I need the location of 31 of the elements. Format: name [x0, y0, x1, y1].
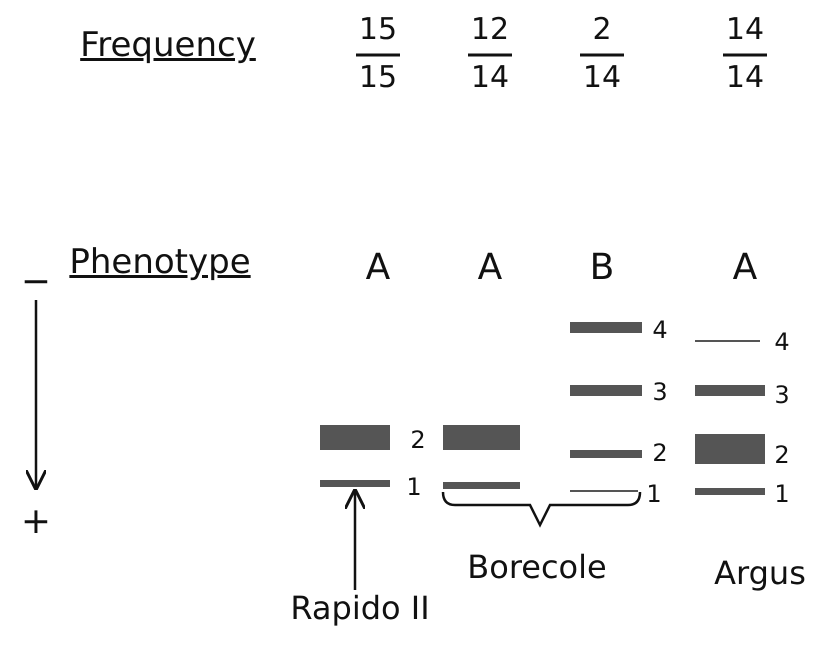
- band-number: 2: [774, 443, 790, 467]
- cultivar-label: Borecole: [467, 551, 607, 583]
- band-number: 1: [646, 482, 662, 506]
- band-number: 4: [774, 330, 790, 354]
- cultivar-label: Argus: [714, 557, 806, 589]
- fraction-denominator: 15: [358, 63, 398, 93]
- band-number: 1: [406, 475, 422, 499]
- gel-band: [320, 480, 390, 487]
- fraction-numerator: 2: [592, 15, 612, 45]
- polarity-sign: −: [20, 264, 52, 300]
- row-header-label: Frequency: [80, 28, 256, 62]
- phenotype-letter: B: [590, 250, 614, 286]
- fraction-denominator: 14: [726, 63, 764, 93]
- row-header-label: Phenotype: [69, 245, 251, 279]
- fraction-denominator: 14: [582, 63, 622, 93]
- phenotype-letter: A: [478, 250, 502, 286]
- band-number: 4: [652, 318, 668, 342]
- phenotype-letter: A: [732, 250, 758, 286]
- fraction-numerator: 14: [726, 15, 764, 45]
- band-number: 1: [774, 482, 790, 506]
- cultivar-label: Rapido II: [290, 592, 430, 624]
- leader-arrow: [344, 488, 366, 590]
- fraction-numerator: 12: [470, 15, 510, 45]
- band-number: 3: [652, 380, 668, 404]
- fraction-denominator: 14: [470, 63, 510, 93]
- fraction-numerator: 15: [358, 15, 398, 45]
- band-number: 3: [774, 383, 790, 407]
- polarity-sign: +: [20, 504, 52, 540]
- phenotype-letter: A: [366, 250, 390, 286]
- band-number: 2: [410, 428, 426, 452]
- band-number: 2: [652, 441, 668, 465]
